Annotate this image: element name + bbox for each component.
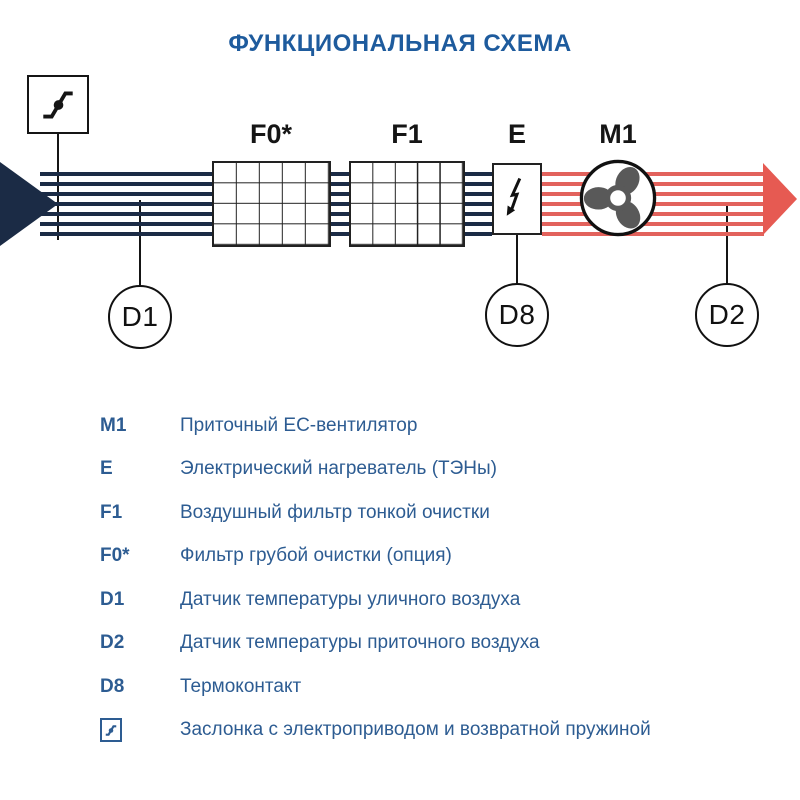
- sensor-d1: D1: [108, 285, 172, 349]
- legend-row-m1: M1 Приточный ЕС-вентилятор: [100, 404, 760, 448]
- legend-description: Термоконтакт: [180, 675, 302, 697]
- filter-f1-component: [349, 161, 465, 247]
- legend-row-f1: F1 Воздушный фильтр тонкой очистки: [100, 491, 760, 535]
- d2-connector-line: [726, 202, 728, 288]
- legend-key: D1: [100, 588, 125, 610]
- damper-component: [27, 75, 89, 134]
- lightning-icon: [506, 177, 522, 216]
- legend-description: Воздушный фильтр тонкой очистки: [180, 501, 490, 523]
- legend-row-damper: Заслонка с электроприводом и возвратной …: [100, 709, 760, 753]
- sensor-d8: D8: [485, 283, 549, 347]
- heater-component: [492, 163, 542, 235]
- label-fan: M1: [599, 119, 637, 149]
- page-title: ФУНКЦИОНАЛЬНАЯ СХЕМА: [228, 30, 572, 57]
- legend-key: D8: [100, 675, 125, 697]
- legend-row-d2: D2 Датчик температуры приточного воздуха: [100, 622, 760, 666]
- damper-mini-icon: [100, 718, 122, 743]
- legend-key: D2: [100, 632, 125, 654]
- legend-description: Датчик температуры уличного воздуха: [180, 588, 521, 610]
- legend-row-d1: D1 Датчик температуры уличного воздуха: [100, 578, 760, 622]
- intake-arrow-icon: [0, 162, 58, 246]
- sensor-d2: D2: [695, 283, 759, 347]
- legend-description: Электрический нагреватель (ТЭНы): [180, 458, 498, 480]
- legend-description: Датчик температуры приточного воздуха: [180, 632, 540, 654]
- legend-description: Приточный ЕС-вентилятор: [180, 414, 418, 436]
- legend-key: E: [100, 458, 113, 480]
- legend-row-e: E Электрический нагреватель (ТЭНы): [100, 448, 760, 492]
- fan-icon: [579, 159, 657, 237]
- legend-description: Фильтр грубой очистки (опция): [180, 545, 452, 567]
- fan-component: [579, 159, 657, 237]
- label-f1: F1: [391, 119, 423, 149]
- filter-f0-component: [212, 161, 331, 247]
- legend-description: Заслонка с электроприводом и возвратной …: [180, 719, 651, 741]
- legend-row-f0: F0* Фильтр грубой очистки (опция): [100, 535, 760, 579]
- d1-connector-line: [139, 200, 141, 290]
- legend-key: [100, 718, 180, 743]
- d8-connector-line: [516, 235, 518, 288]
- legend-key: F0*: [100, 545, 130, 567]
- supply-arrow-icon: [763, 163, 797, 235]
- legend-key: F1: [100, 501, 123, 523]
- label-f0: F0*: [249, 119, 293, 149]
- legend-key: M1: [100, 414, 127, 436]
- legend-row-d8: D8 Термоконтакт: [100, 665, 760, 709]
- damper-icon: [43, 91, 73, 118]
- legend: M1 Приточный ЕС-вентилятор E Электрическ…: [100, 404, 760, 752]
- label-heater: E: [507, 119, 527, 149]
